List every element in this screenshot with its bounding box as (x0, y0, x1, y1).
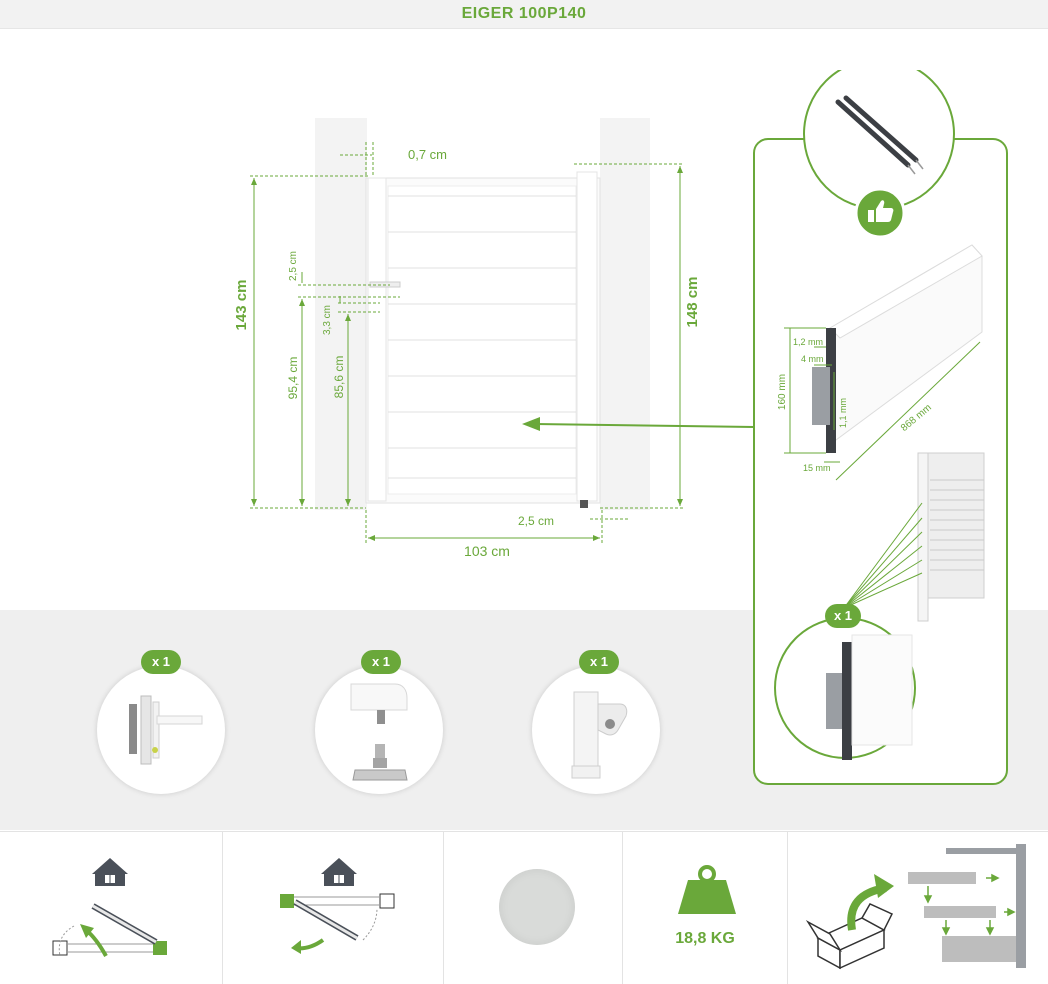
gate-stop-foot (580, 500, 588, 508)
gate-stop-icon (350, 683, 408, 781)
box-icon (805, 903, 894, 970)
gate-section (917, 452, 985, 622)
profile-panel: 1,2 mm 4 mm 160 mm 1,1 mm 15 mm 868 mm (753, 70, 1008, 785)
profile-dim-12mm: 1,2 mm (793, 337, 823, 347)
packaging-diagram (805, 844, 1026, 970)
accessory-stop-circle (315, 666, 443, 794)
house-icon (92, 858, 128, 886)
dim-width: 103 cm (464, 543, 510, 559)
weight-icon (678, 865, 736, 914)
dim-lock-offset: 3,3 cm (322, 305, 333, 335)
profile-quantity-badge: x 1 (825, 604, 861, 628)
divider-2 (443, 832, 444, 984)
house-icon-2 (321, 858, 357, 886)
weight-label: 18,8 KG (675, 930, 735, 947)
divider-4 (787, 832, 788, 984)
lock-handle-icon (129, 695, 203, 765)
opening-left-diagram (52, 858, 167, 957)
dim-handle-offset: 2,5 cm (288, 251, 299, 281)
product-title: EIGER 100P140 (461, 5, 587, 22)
profile-dim-160mm: 160 mm (777, 374, 788, 410)
profile-dim-15mm: 15 mm (803, 463, 831, 473)
color-swatch (499, 869, 575, 945)
rods-icon (835, 95, 919, 168)
title-bar (0, 0, 1048, 29)
left-post (315, 118, 367, 510)
dim-handle-height: 95,4 cm (286, 357, 300, 400)
accessory-stop-quantity: x 1 (361, 650, 401, 674)
dim-post-gap: 0,7 cm (408, 147, 447, 162)
divider-3 (622, 832, 623, 984)
hinge-icon (571, 691, 628, 779)
right-stile (576, 171, 598, 502)
opening-right-diagram (280, 858, 395, 954)
accessory-lock-quantity: x 1 (141, 650, 181, 674)
dim-lock-height: 85,6 cm (332, 356, 346, 399)
profile-dim-4mm: 4 mm (801, 354, 824, 364)
dim-height-left: 143 cm (233, 280, 250, 331)
left-stile (367, 177, 387, 502)
bottom-divider (0, 831, 1048, 832)
divider-1 (222, 832, 223, 984)
accessory-hinge-circle (532, 666, 660, 794)
profile-dim-11mm: 1,1 mm (838, 398, 848, 428)
accessory-lock-circle (97, 666, 225, 794)
dim-bottom-gap: 2,5 cm (518, 514, 554, 528)
gate-diagram: 0,7 cm 143 cm 148 cm 2,5 cm 3,3 cm 95,4 … (233, 118, 755, 559)
opening-panel (0, 832, 443, 984)
right-post (600, 118, 650, 510)
accessory-hinge-quantity: x 1 (579, 650, 619, 674)
dim-height-right: 148 cm (684, 277, 701, 328)
